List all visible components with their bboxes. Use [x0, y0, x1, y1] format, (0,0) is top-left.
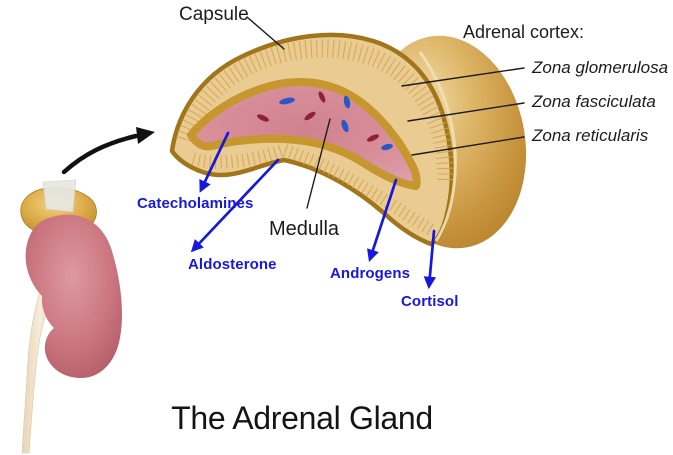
- catecholamines-arrow: [199, 131, 230, 193]
- medulla-leader-line: [306, 118, 331, 209]
- cortisol-arrow: [423, 229, 437, 290]
- androgens-label: Androgens: [330, 265, 411, 282]
- slice-marker-wedge: [42, 179, 77, 213]
- cut-edge-highlight: [418, 51, 457, 242]
- catecholamines-label: Catecholamines: [137, 195, 254, 212]
- medulla-region: [187, 78, 421, 190]
- kidney-illustration: [20, 179, 122, 454]
- aldosterone-label: Aldosterone: [188, 256, 277, 273]
- medulla-vessels-red: [257, 91, 379, 142]
- zona-glomerulosa-leader-line: [401, 67, 525, 87]
- leader-lines: [246, 16, 525, 209]
- zona-fasciculata-leader-line: [407, 102, 525, 122]
- androgens-arrow: [367, 178, 398, 262]
- medulla-vessels-blue: [279, 95, 393, 151]
- hormone-arrows: [190, 131, 437, 290]
- zona-glomerulosa-label: Zona glomerulosa: [532, 58, 669, 77]
- cortisol-label: Cortisol: [401, 293, 459, 310]
- adrenal-cortex-heading: Adrenal cortex:: [463, 22, 585, 42]
- gland-cross-section: [169, 32, 527, 249]
- zona-reticularis-leader-line: [411, 136, 525, 156]
- aldosterone-arrow: [190, 158, 280, 253]
- medulla-label: Medulla: [269, 218, 340, 240]
- zona-fasciculata-label: Zona fasciculata: [532, 92, 656, 111]
- capsule-leader-line: [246, 16, 285, 50]
- capsule-label: Capsule: [179, 4, 249, 25]
- kidney-body: [25, 214, 122, 379]
- zona-reticularis-label: Zona reticularis: [532, 126, 649, 145]
- diagram-title: The Adrenal Gland: [171, 400, 433, 436]
- pointer-arrow: [61, 127, 155, 175]
